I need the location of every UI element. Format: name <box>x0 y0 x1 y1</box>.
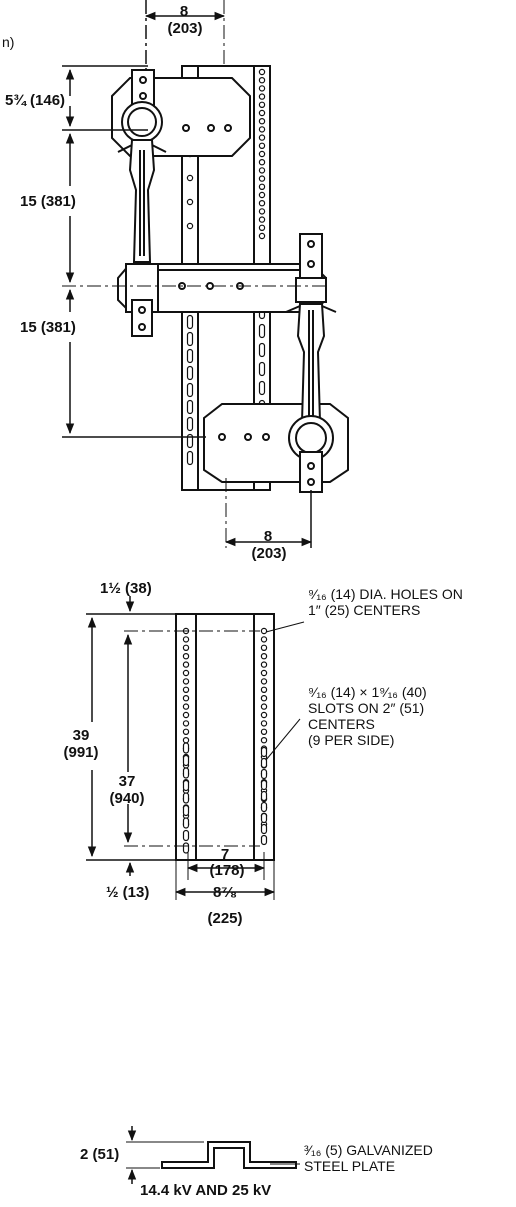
bracket-outline <box>175 613 275 861</box>
bracket-slots <box>182 742 268 854</box>
outer-width-mm-label: (225) <box>207 910 243 927</box>
slots-note-line-3: CENTERS <box>308 716 375 732</box>
left-vertical-dims <box>62 65 330 438</box>
outer-width-label: 8⁷⁄₈ <box>212 884 238 901</box>
upper-offset-label: 5¾ (146) <box>5 92 66 109</box>
bottom-spacing-mm-label: (203) <box>251 545 287 562</box>
mid-span-1-label: 15 (381) <box>20 193 76 210</box>
hole-span-label: 37 <box>118 773 136 790</box>
slots-note-line-2: SLOTS ON 2″ (51) <box>308 700 425 716</box>
inner-width-label: 7 <box>220 846 230 863</box>
top-offset-label: 1½ (38) <box>100 580 152 597</box>
left-cutout-assembly <box>117 69 167 337</box>
section-depth-label: 2 (51) <box>80 1146 120 1163</box>
voltage-label: 14.4 kV AND 25 kV <box>140 1182 272 1199</box>
mid-span-2-label: 15 (381) <box>20 319 76 336</box>
inner-width-mm-label: (178) <box>209 862 245 879</box>
overall-length-mm-label: (991) <box>63 744 99 761</box>
holes-note-line-2: 1″ (25) CENTERS <box>308 602 421 618</box>
top-spacing-label: 8 <box>179 3 189 20</box>
slots-note-line-1: ⁹⁄₁₆ (14) × 1⁹⁄₁₆ (40) <box>308 684 427 700</box>
bottom-offset-label: ½ (13) <box>106 884 150 901</box>
bottom-spacing-label: 8 <box>263 528 273 545</box>
section-view <box>126 1126 300 1184</box>
slots-note-line-4: (9 PER SIDE) <box>308 732 395 748</box>
holes-note-line-1: ⁹⁄₁₆ (14) DIA. HOLES ON <box>308 586 463 602</box>
bracket-view <box>86 596 305 900</box>
hole-span-mm-label: (940) <box>109 790 145 807</box>
overall-length-label: 39 <box>72 727 90 744</box>
mounting-view <box>62 0 349 548</box>
hat-channel-profile <box>161 1141 297 1169</box>
plate-note-line-1: ³⁄₁₆ (5) GALVANIZED <box>304 1142 433 1158</box>
corner-fragment-text: n) <box>2 34 15 50</box>
right-cutout-assembly <box>285 233 337 493</box>
plate-note-line-2: STEEL PLATE <box>304 1158 396 1174</box>
top-spacing-mm-label: (203) <box>167 20 203 37</box>
